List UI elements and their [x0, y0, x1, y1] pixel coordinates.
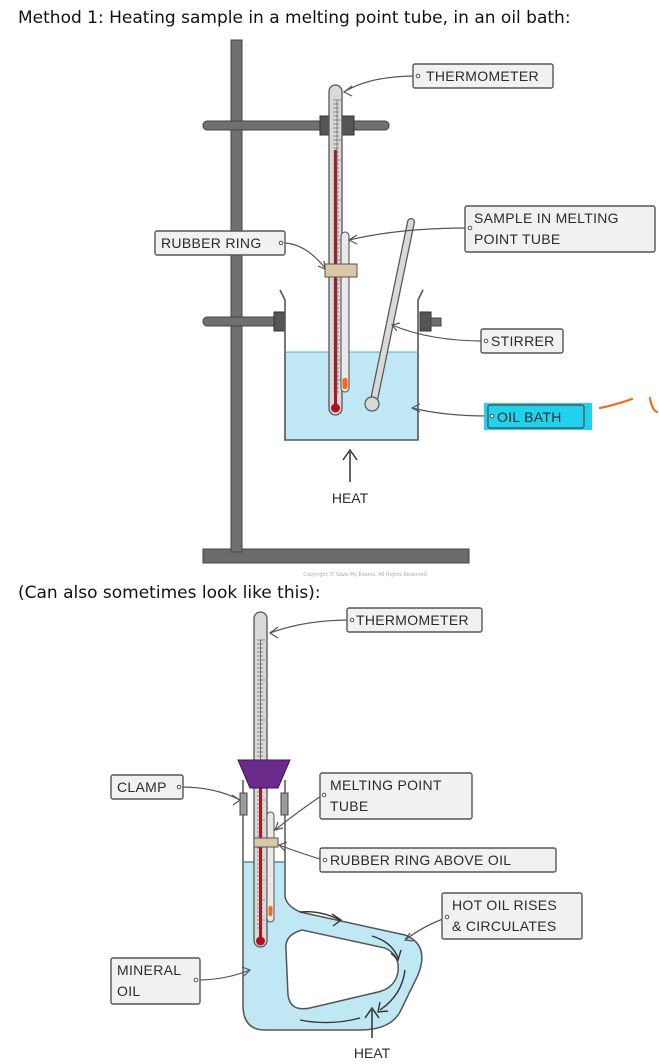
rubber-ring-label-2: RUBBER RING ABOVE OIL — [277, 841, 557, 873]
svg-text:SAMPLE IN MELTING: SAMPLE IN MELTING — [474, 210, 619, 226]
svg-text:MINERAL: MINERAL — [117, 962, 181, 978]
svg-text:HOT OIL RISES: HOT OIL RISES — [452, 897, 557, 913]
svg-text:OIL BATH: OIL BATH — [497, 409, 562, 425]
svg-text:POINT TUBE: POINT TUBE — [474, 231, 561, 247]
heat-arrow-2 — [364, 1006, 380, 1038]
svg-text:RUBBER RING ABOVE OIL: RUBBER RING ABOVE OIL — [330, 852, 511, 868]
melting-point-tube — [340, 231, 350, 393]
thermometer-label: THERMOMETER — [342, 63, 554, 97]
svg-text:MELTING POINT: MELTING POINT — [330, 777, 442, 793]
heat-label: HEAT — [332, 490, 369, 506]
stirrer — [364, 218, 415, 412]
thiele-tube — [242, 780, 423, 1031]
clamp-label: CLAMP — [110, 774, 242, 806]
svg-text:RUBBER RING: RUBBER RING — [161, 235, 262, 251]
copyright-text: Copyright © Save My Exams. All Rights Re… — [303, 571, 427, 578]
svg-text:& CIRCULATES: & CIRCULATES — [452, 918, 556, 934]
mp-tube-label: MELTING POINT TUBE — [274, 772, 473, 831]
sample-tube-label: SAMPLE IN MELTING POINT TUBE — [347, 205, 656, 253]
oil-bath-label: OIL BATH — [410, 396, 659, 430]
oil-bath-liquid — [285, 352, 418, 440]
heat-arrow — [342, 448, 358, 482]
annotation-mark — [648, 396, 659, 414]
annotation-dash — [598, 397, 634, 410]
sample — [342, 378, 348, 389]
svg-text:STIRRER: STIRRER — [491, 333, 555, 349]
rubber-ring-2 — [253, 837, 279, 848]
thermometer-label-2: THERMOMETER — [268, 607, 483, 639]
thermometer — [328, 84, 343, 416]
beaker — [279, 289, 424, 441]
method1-heading: Method 1: Heating sample in a melting po… — [18, 8, 571, 28]
svg-text:CLAMP: CLAMP — [117, 779, 167, 795]
stopper — [237, 759, 291, 789]
svg-text:OIL: OIL — [117, 983, 140, 999]
clamp-2 — [239, 792, 289, 816]
sample-2 — [268, 906, 273, 916]
rubber-ring-label: RUBBER RING — [154, 230, 326, 270]
melting-point-tube-2 — [266, 811, 275, 923]
svg-text:THERMOMETER: THERMOMETER — [426, 68, 539, 84]
svg-text:THERMOMETER: THERMOMETER — [356, 612, 469, 628]
hot-oil-label: HOT OIL RISES & CIRCULATES — [403, 892, 583, 942]
method2-heading: (Can also sometimes look like this): — [18, 583, 321, 603]
mineral-oil-label: MINERAL OIL — [110, 957, 252, 1005]
heat-label-2: HEAT — [354, 1045, 391, 1061]
rubber-ring — [324, 263, 358, 278]
svg-text:TUBE: TUBE — [330, 798, 369, 814]
stirrer-label: STIRRER — [390, 322, 564, 354]
